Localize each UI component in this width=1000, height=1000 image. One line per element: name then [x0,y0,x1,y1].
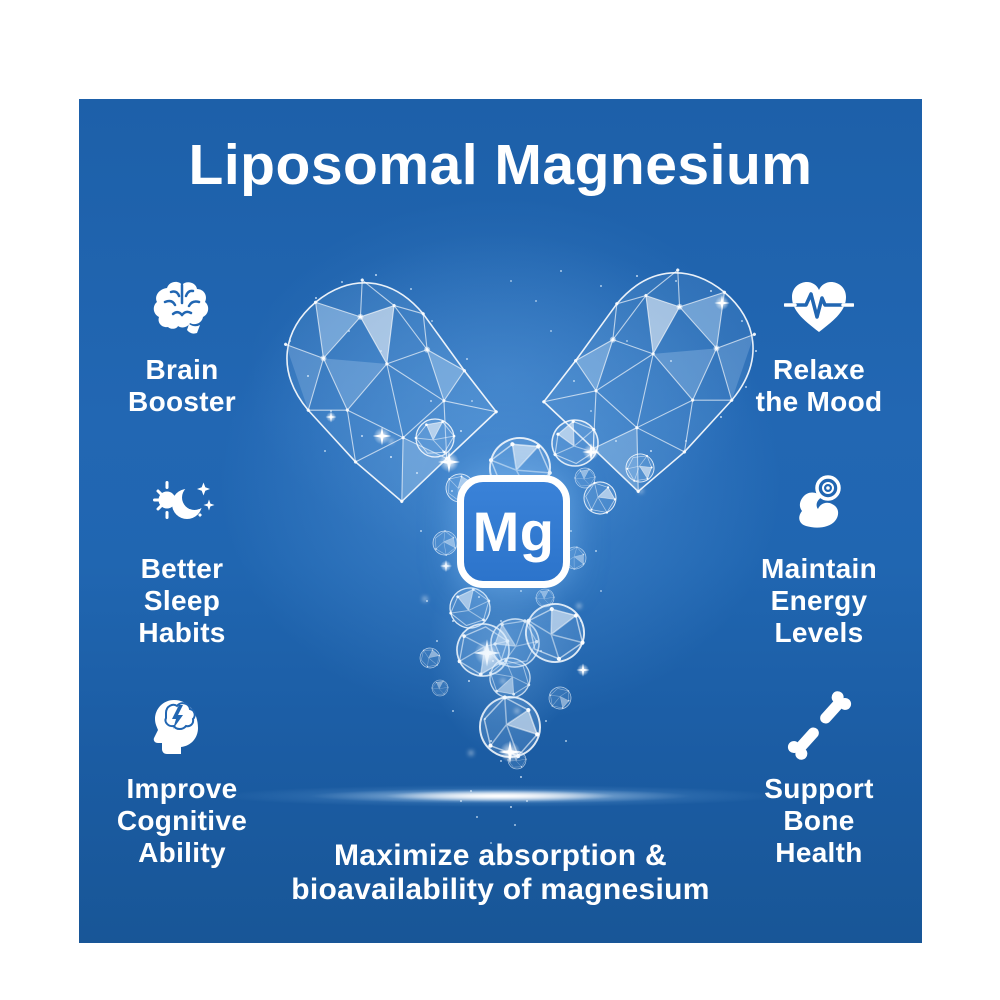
bone-joint-icon [785,691,854,761]
benefit-label: Support Bone Health [764,773,874,868]
benefit-energy-levels: Maintain Energy Levels [716,471,922,649]
benefit-cognitive-ability: Improve Cognitive Ability [79,691,285,869]
poster-title: Liposomal Magnesium [188,133,813,197]
poster-panel: Liposomal Magnesium Brain Booster [79,99,922,943]
benefit-better-sleep: Better Sleep Habits [79,471,285,649]
brain-icon [153,281,209,334]
benefit-label: Brain Booster [128,354,236,417]
head-lightning-icon [153,700,198,754]
benefit-brain-booster: Brain Booster [79,272,285,418]
glow-particles [79,99,81,101]
benefit-bone-health: Support Bone Health [716,691,922,869]
sun-moon-sleep-icon [147,471,217,541]
benefit-label: Maintain Energy Levels [761,553,877,648]
capsule-left [255,251,510,513]
benefit-label: Better Sleep Habits [138,553,226,648]
benefit-label: Improve Cognitive Ability [116,773,248,868]
benefit-label: Relaxe the Mood [755,354,883,417]
muscle-dumbbell-icon [799,475,841,528]
tagline: Maximize absorption & bioavailability of… [291,839,710,906]
floor-glow-core [385,790,615,802]
mg-badge: Mg [457,475,570,588]
benefit-relax-mood: Relaxe the Mood [716,272,922,418]
heart-pulse-icon [784,282,854,332]
mg-symbol: Mg [472,500,555,563]
